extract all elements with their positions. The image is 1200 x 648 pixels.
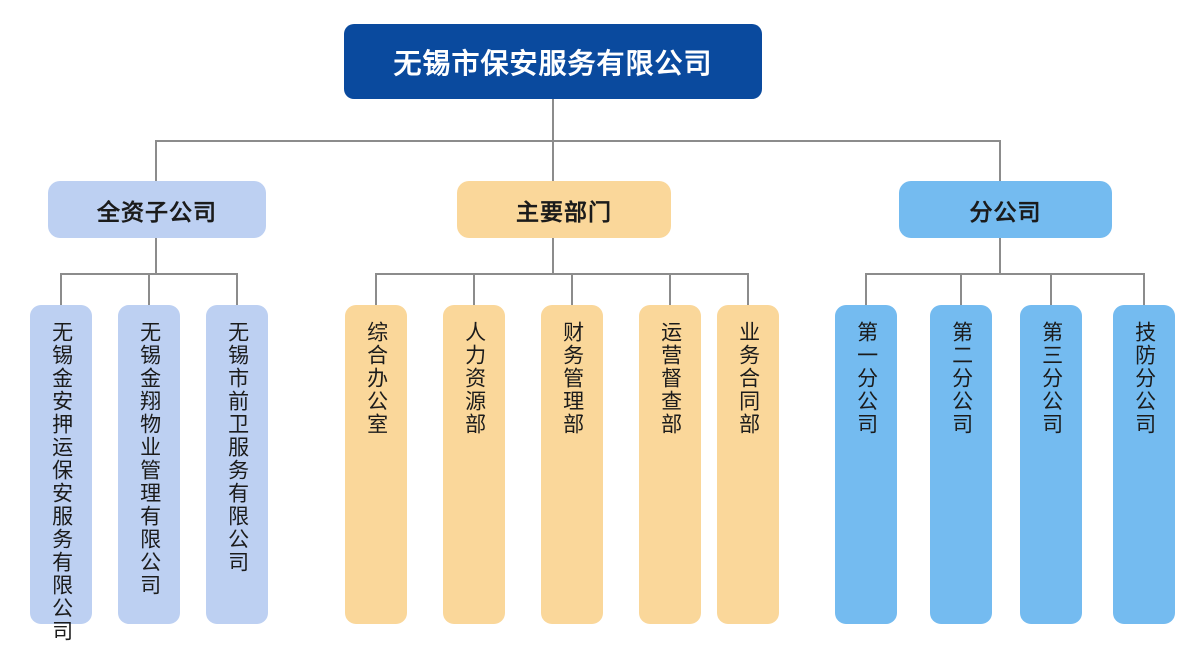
connector-department-drop-3 — [571, 273, 573, 305]
connector-branch-stem — [999, 238, 1001, 274]
connector-level1-bus — [155, 140, 1001, 142]
connector-department-drop-4 — [669, 273, 671, 305]
connector-branch-drop-2 — [960, 273, 962, 305]
connector-branch-drop-3 — [1050, 273, 1052, 305]
leaf-node-subsidiary-2[interactable]: 无锡金翔物业管理有限公司 — [118, 305, 180, 624]
category-node-departments[interactable]: 主要部门 — [457, 181, 671, 238]
connector-drop-branch — [999, 140, 1001, 181]
root-node-label: 无锡市保安服务有限公司 — [393, 47, 713, 79]
connector-drop-subsidiary — [155, 140, 157, 181]
connector-branch-drop-1 — [865, 273, 867, 305]
leaf-label-branch-4: 技防分公司 — [1132, 321, 1156, 436]
leaf-label-branch-2: 第二分公司 — [949, 321, 973, 436]
category-node-subsidiaries[interactable]: 全资子公司 — [48, 181, 266, 238]
connector-subsidiary-stem — [155, 238, 157, 274]
connector-subsidiary-drop-3 — [236, 273, 238, 305]
connector-branch-bus — [865, 273, 1144, 275]
leaf-node-branch-3[interactable]: 第三分公司 — [1020, 305, 1082, 624]
category-label-subsidiaries: 全资子公司 — [97, 198, 217, 225]
leaf-label-branch-1: 第一分公司 — [854, 321, 878, 436]
leaf-node-subsidiary-1[interactable]: 无锡金安押运保安服务有限公司 — [30, 305, 92, 643]
leaf-node-department-3[interactable]: 财务管理部 — [541, 305, 603, 624]
leaf-label-branch-3: 第三分公司 — [1039, 321, 1063, 436]
leaf-label-subsidiary-3: 无锡市前卫服务有限公司 — [225, 321, 249, 574]
connector-branch-drop-4 — [1143, 273, 1145, 305]
connector-department-bus — [375, 273, 747, 275]
connector-subsidiary-drop-2 — [148, 273, 150, 305]
leaf-node-subsidiary-3[interactable]: 无锡市前卫服务有限公司 — [206, 305, 268, 624]
connector-department-drop-1 — [375, 273, 377, 305]
leaf-node-department-1[interactable]: 综合办公室 — [345, 305, 407, 624]
leaf-label-department-1: 综合办公室 — [364, 321, 388, 436]
leaf-label-department-5: 业务合同部 — [736, 321, 760, 436]
leaf-node-branch-4[interactable]: 技防分公司 — [1113, 305, 1175, 624]
leaf-label-subsidiary-1: 无锡金安押运保安服务有限公司 — [49, 321, 73, 643]
leaf-label-department-4: 运营督查部 — [658, 321, 682, 436]
leaf-label-department-2: 人力资源部 — [462, 321, 486, 436]
leaf-node-department-5[interactable]: 业务合同部 — [717, 305, 779, 624]
connector-department-drop-2 — [473, 273, 475, 305]
category-label-departments: 主要部门 — [516, 198, 612, 225]
leaf-node-department-4[interactable]: 运营督查部 — [639, 305, 701, 624]
connector-root-stem — [552, 99, 554, 141]
leaf-node-branch-2[interactable]: 第二分公司 — [930, 305, 992, 624]
connector-department-drop-5 — [747, 273, 749, 305]
connector-drop-department — [552, 140, 554, 181]
category-label-branches: 分公司 — [969, 198, 1042, 225]
category-node-branches[interactable]: 分公司 — [899, 181, 1112, 238]
connector-department-stem — [552, 238, 554, 274]
leaf-node-branch-1[interactable]: 第一分公司 — [835, 305, 897, 624]
leaf-label-subsidiary-2: 无锡金翔物业管理有限公司 — [137, 321, 161, 597]
connector-subsidiary-drop-1 — [60, 273, 62, 305]
leaf-node-department-2[interactable]: 人力资源部 — [443, 305, 505, 624]
leaf-label-department-3: 财务管理部 — [560, 321, 584, 436]
root-node-company[interactable]: 无锡市保安服务有限公司 — [344, 24, 762, 99]
